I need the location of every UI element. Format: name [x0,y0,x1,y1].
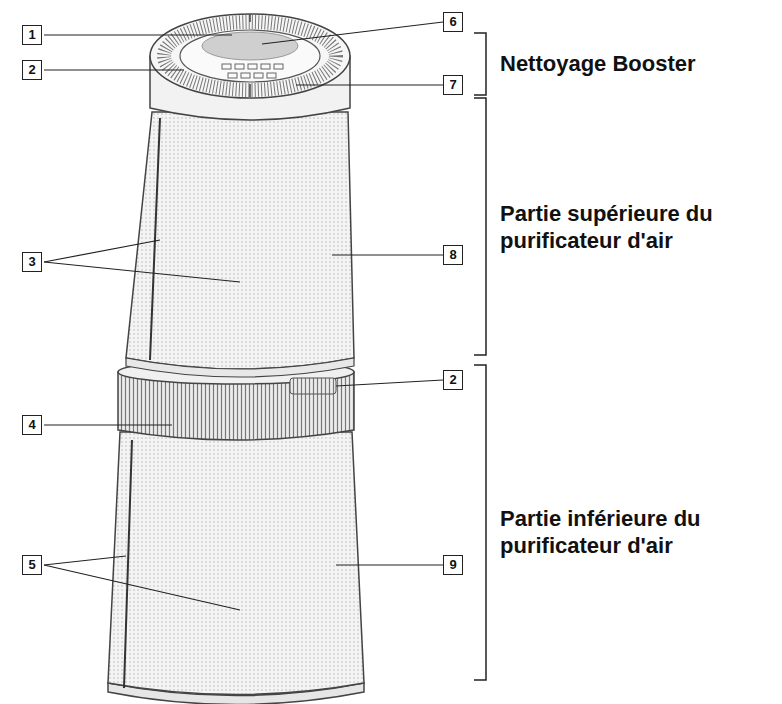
booster-top [150,14,350,120]
section-title: Partie supérieure du purificateur d'air [500,200,765,254]
callout-number: 9 [443,555,463,575]
callout-number: 5 [22,555,42,575]
callout-number: 7 [443,75,463,95]
callout-number: 4 [22,415,42,435]
brackets [474,33,486,680]
callout-number: 3 [22,252,42,272]
callout-number: 6 [443,12,463,32]
leader-lines [44,22,443,610]
upper-body [126,112,354,377]
callout-number: 1 [22,25,42,45]
lower-body [108,432,364,704]
callout-number: 2 [443,370,463,390]
section-title: Nettoyage Booster [500,50,765,77]
callout-number: 8 [443,245,463,265]
callout-number: 2 [22,60,42,80]
section-title: Partie inférieure du purificateur d'air [500,505,765,559]
